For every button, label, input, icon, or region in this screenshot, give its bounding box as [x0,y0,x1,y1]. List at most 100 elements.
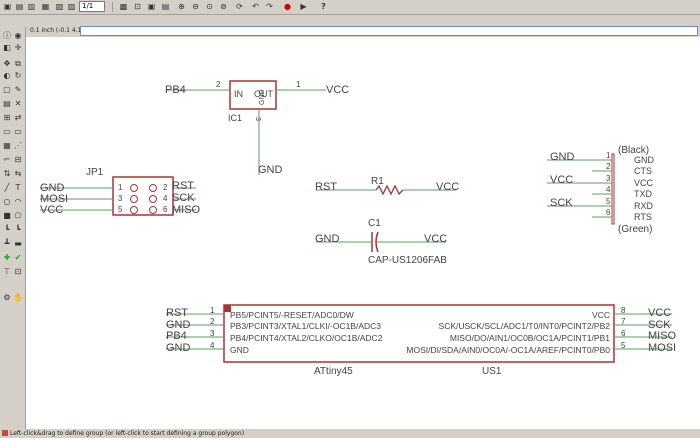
jp1-pad [149,184,157,192]
zoom-in-icon[interactable]: ⊕ [178,2,185,11]
net-icon[interactable]: ┗ [15,225,21,234]
schematic-drawing: PB4 2 IN OUT GND 1 VCC 3 IC1 GND JP1 GND… [40,80,677,377]
us1-attiny45[interactable]: RST GND PB4 GND 1 2 3 4 PB5/PCINT5/-RESE… [166,304,677,377]
mirror-icon[interactable]: ◐ [3,71,11,80]
polygon-icon[interactable]: ⬠ [14,211,22,220]
mark-icon[interactable]: ✛ [14,43,22,52]
cam-processor-icon[interactable]: ▩ [119,2,128,11]
page-select[interactable]: 1/1 [79,1,105,12]
invoke-icon[interactable]: ⊟ [14,155,22,164]
ftdi-pin: VCC [634,178,654,188]
wire-icon[interactable]: ╱ [4,183,10,192]
sheet-icon[interactable]: ▨ [67,2,76,11]
show-icon[interactable]: ◉ [14,31,22,40]
dimension-icon[interactable]: ⊤ [3,267,11,276]
drc-icon[interactable]: ▤ [161,2,170,11]
us1-left-net: GND [166,319,191,331]
board-switch-icon[interactable]: ▧ [55,2,64,11]
ic1-pin-in: IN [234,89,243,99]
bus-icon[interactable]: ┗ [4,225,10,234]
junction-icon[interactable]: ┻ [4,239,10,248]
us1-left-num: 1 [210,306,215,315]
r1-resistor[interactable]: RST R1 VCC [315,176,459,196]
board-icon[interactable]: ▣ [147,2,156,11]
warning-icon[interactable]: ✋ [13,293,23,302]
jp1-left-num: 1 [118,183,123,192]
cam-icon[interactable]: ▦ [41,2,50,11]
us1-left-net: PB4 [166,330,187,342]
ic1-pin-out: OUT [254,89,274,99]
zoom-undo-icon[interactable]: ⊙ [206,2,213,11]
toolbar-separator [112,2,113,12]
smash-icon[interactable]: ▦ [3,141,11,150]
zoom-out-icon[interactable]: ⊖ [192,2,199,11]
label-icon[interactable]: ▬ [14,239,22,248]
add-icon[interactable]: ⊞ [3,113,11,122]
frame-icon[interactable]: ⊡ [14,267,22,276]
coordinate-display: 0.1 inch (-0.1 4.1) [30,27,84,34]
ftdi-net: SCK [550,197,573,209]
print-icon[interactable]: ▥ [27,2,36,11]
schematic-canvas[interactable]: PB4 2 IN OUT GND 1 VCC 3 IC1 GND JP1 GND… [26,37,700,429]
rotate-icon[interactable]: ↻ [14,71,22,80]
redo-icon[interactable]: ↷ [266,2,273,11]
zoom-select-icon[interactable]: ⊚ [220,2,227,11]
name-icon[interactable]: ▭ [3,127,11,136]
c1-net-left: GND [315,233,340,245]
delete-icon[interactable]: ✕ [14,99,22,108]
rect-icon[interactable]: ■ [3,211,11,220]
ic1-pin-gnd-num: 3 [254,117,261,121]
parameter-bar [0,15,700,26]
change-icon[interactable]: ✎ [14,85,22,94]
replace-icon[interactable]: ⇄ [14,113,22,122]
jp1-pad [149,206,157,214]
value-icon[interactable]: ▭ [14,127,22,136]
ftdi-num: 4 [606,185,611,194]
pinswap-icon[interactable]: ⇆ [14,169,22,178]
stop-icon[interactable]: ● [284,2,291,11]
jp1-pad [130,195,138,203]
split-icon[interactable]: ⋰ [14,141,22,150]
ic1-pin-gnd: GND [259,89,266,105]
paste-icon[interactable]: ▤ [3,99,11,108]
save-icon[interactable]: ▤ [15,2,24,11]
gateswap-icon[interactable]: ⇅ [3,169,11,178]
ftdi-pin: RTS [634,212,652,222]
open-icon[interactable]: ▣ [3,2,12,11]
arc-icon[interactable]: ◠ [14,197,22,206]
jp1-header[interactable]: JP1 GND MOSI VCC 1 3 5 2 4 6 RST SCK MIS… [40,167,201,216]
ic1-pin-out-num: 1 [296,80,301,89]
miter-icon[interactable]: ⌐ [3,155,11,164]
zoom-fit-icon[interactable]: ⊡ [134,2,141,11]
go-icon[interactable]: ▶ [300,2,307,11]
help-icon[interactable]: ? [321,2,326,11]
us1-right-pin: VCC [592,310,610,320]
text-icon[interactable]: T [15,183,21,192]
us1-left-net: RST [166,307,188,319]
ic1-regulator[interactable]: PB4 2 IN OUT GND 1 VCC 3 IC1 GND [165,80,349,176]
circle-icon[interactable]: ○ [3,197,11,206]
undo-icon[interactable]: ↶ [252,2,259,11]
us1-left-pin: PB3/PCINT3/XTAL1/CLKI/-OC1B/ADC3 [230,321,381,331]
status-message: Left-click&drag to define group (or left… [10,430,245,437]
jp1-body [112,176,174,216]
c1-capacitor[interactable]: GND C1 VCC CAP-US1206FAB [315,218,447,266]
jp1-left-net: GND [40,182,65,194]
jp1-pad [130,206,138,214]
group-icon[interactable]: ▢ [3,85,11,94]
us1-value: ATtiny45 [314,366,353,377]
ftdi-connector[interactable]: (Black) (Green) GND VCC SCK 1 2 3 4 5 6 … [547,145,655,235]
us1-right-pin: MISO/DO/AIN1/OC0B/OC1A/PCINT1/PB1 [450,333,610,343]
ulp-icon[interactable]: ⚙ [3,293,11,302]
ftdi-num: 5 [606,197,611,206]
erc-icon[interactable]: ✔ [14,253,22,262]
copy-icon[interactable]: ⧉ [15,59,21,68]
move-icon[interactable]: ✥ [3,59,11,68]
display-icon[interactable]: ◧ [3,43,11,52]
redraw-icon[interactable]: ⟳ [236,2,243,11]
attribute-icon[interactable]: ✚ [3,253,11,262]
r1-net-left: RST [315,181,337,193]
us1-right-net: MOSI [648,342,676,354]
info-icon[interactable]: ⓘ [3,31,11,40]
command-input[interactable] [80,26,698,36]
